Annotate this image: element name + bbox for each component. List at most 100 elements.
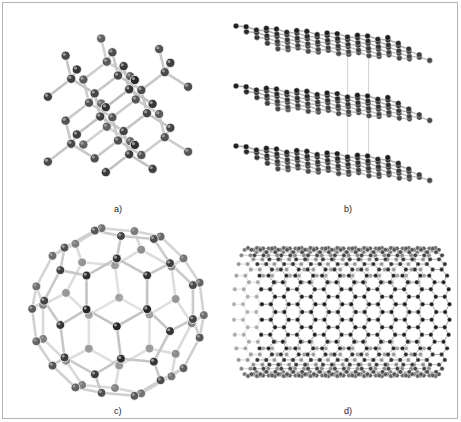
atom-highlight [115,73,118,76]
atom-body [131,95,140,104]
atom-highlight [104,59,107,62]
atom-body [90,89,99,98]
atom-body [365,93,371,99]
atom [79,140,88,149]
atom [304,154,310,160]
atom [355,92,361,98]
atom [275,46,281,52]
atom-body [254,27,260,33]
atom-body [171,349,180,358]
atom-body [285,157,291,163]
atom [396,168,402,174]
atom-body [416,172,422,178]
atom [324,150,330,156]
atom-body [285,104,291,110]
bond [115,265,119,297]
atom-highlight [118,233,121,236]
atom-highlight [132,228,135,231]
atom-body [155,44,164,53]
atom [385,155,391,161]
atom [314,152,320,158]
atom [233,23,239,29]
atom-highlight [112,385,115,388]
atom-body [346,49,352,55]
atom [325,45,331,51]
atom-body [274,31,280,37]
atom-body [365,33,371,39]
atom [48,251,57,260]
atom-body [254,95,260,101]
atom [416,52,422,58]
atom-highlight [103,104,106,107]
atom [325,105,331,111]
atom [366,173,372,179]
atom-body [294,148,300,154]
atom [137,245,146,254]
atom [397,175,403,181]
atom-body [233,23,239,29]
atom-body [79,75,88,84]
atom-highlight [74,131,77,134]
atom-body [335,103,341,109]
atom [346,49,352,55]
atom [32,282,41,291]
atom-highlight [150,166,153,169]
atom-body [113,136,122,145]
atom-highlight [63,118,66,121]
atom [305,161,311,167]
atom-body [386,102,392,108]
bond [36,256,52,287]
atom-body [82,305,91,314]
bond [183,338,199,369]
atom-body [264,146,270,152]
atom-body [295,163,301,169]
atom-body [233,83,239,89]
atom-body [396,108,402,114]
atom-body [284,90,290,96]
bond [154,331,170,362]
atom [334,151,340,157]
atom-body [60,243,69,252]
atom-highlight [92,90,95,93]
atom-highlight [162,69,165,72]
atom [112,254,121,263]
graphene-sheet [233,83,432,123]
atom [375,96,381,102]
atom [305,108,311,114]
atom-body [137,150,146,159]
atom-body [355,40,361,46]
atom-body [125,150,134,159]
atom-body [166,58,175,67]
atom-body [243,24,249,30]
atom [184,147,193,156]
atom [325,38,331,44]
atom-body [427,58,433,64]
fullerene-molecule [28,224,208,400]
atom-body [376,104,382,110]
atom-highlight [127,138,130,141]
atom [346,169,352,175]
atom-body [295,103,301,109]
atom [254,87,260,93]
atom-body [67,74,76,83]
atom-body [145,344,154,353]
atom [101,168,110,177]
atom [43,157,52,166]
atom [137,150,146,159]
atom [171,349,180,358]
atom-body [427,178,433,184]
atom-body [244,149,250,155]
atom-highlight [181,256,184,259]
atom-highlight [45,159,48,162]
atom [406,46,412,52]
atom-body [304,154,310,160]
atom-body [294,35,300,41]
atom [84,344,93,353]
atom [386,162,392,168]
atom-body [345,162,351,168]
atom [294,88,300,94]
atom-body [130,391,139,400]
atom-body [366,166,372,172]
atom [244,149,250,155]
